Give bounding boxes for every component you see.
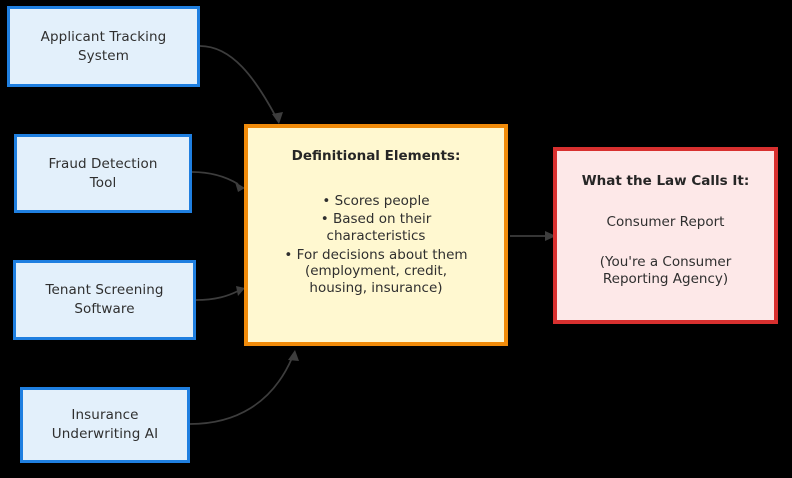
center-bullet-for-decisions: • For decisions about them (284, 246, 468, 263)
result-primary-label: Consumer Report (606, 213, 725, 230)
result-box-body: Consumer Report (You're a Consumer Repor… (600, 213, 732, 289)
edge-center-to-result (510, 231, 556, 241)
edge-fraud-to-center (191, 171, 245, 192)
edge-tenant-to-center (195, 286, 245, 301)
node-definitional-elements[interactable]: Definitional Elements: • Scores people •… (244, 124, 508, 346)
center-bullet-decisions-cont-2: housing, insurance) (309, 279, 443, 296)
node-tenant-screening-software[interactable]: Tenant Screening Software (13, 260, 196, 340)
result-secondary-line-2: Reporting Agency) (602, 270, 729, 287)
edge-tenant-path (195, 290, 239, 301)
edge-applicant-arrowhead (272, 112, 283, 124)
node-label-line-1: Insurance (71, 407, 139, 424)
center-bullet-decisions-cont-1: (employment, credit, (304, 263, 448, 280)
node-fraud-detection-tool[interactable]: Fraud Detection Tool (14, 134, 192, 213)
edge-fraud-path (191, 171, 239, 185)
edge-applicant-path (199, 45, 277, 118)
node-label-line-2: Software (74, 301, 135, 317)
center-box-title: Definitional Elements: (291, 148, 461, 164)
center-box-bullet-list: • Scores people • Based on their charact… (284, 192, 467, 298)
edge-applicant-to-center (199, 45, 283, 124)
edge-insurance-to-center (189, 350, 299, 425)
result-secondary-line-1: (You're a Consumer (599, 254, 732, 271)
node-what-the-law-calls-it[interactable]: What the Law Calls It: Consumer Report (… (553, 147, 778, 324)
edge-insurance-arrowhead (288, 350, 299, 361)
edge-insurance-path (189, 357, 293, 425)
center-bullet-based-on-characteristics: • Based on their (320, 211, 432, 228)
node-label-line-1: Fraud Detection (48, 155, 158, 172)
node-label-line-2: Tool (89, 174, 117, 191)
node-insurance-underwriting-ai[interactable]: Insurance Underwriting AI (20, 387, 190, 463)
node-label-line-1: Tenant Screening (45, 282, 164, 299)
node-applicant-tracking-system[interactable]: Applicant Tracking System (7, 6, 200, 87)
center-bullet-characteristics-cont: characteristics (326, 227, 426, 244)
node-label-line-2: Underwriting AI (51, 426, 159, 442)
center-bullet-scores-people: • Scores people (322, 192, 430, 209)
result-box-title: What the Law Calls It: (581, 173, 750, 189)
node-label-line-2: System (78, 47, 129, 64)
node-label-line-1: Applicant Tracking (40, 28, 167, 45)
